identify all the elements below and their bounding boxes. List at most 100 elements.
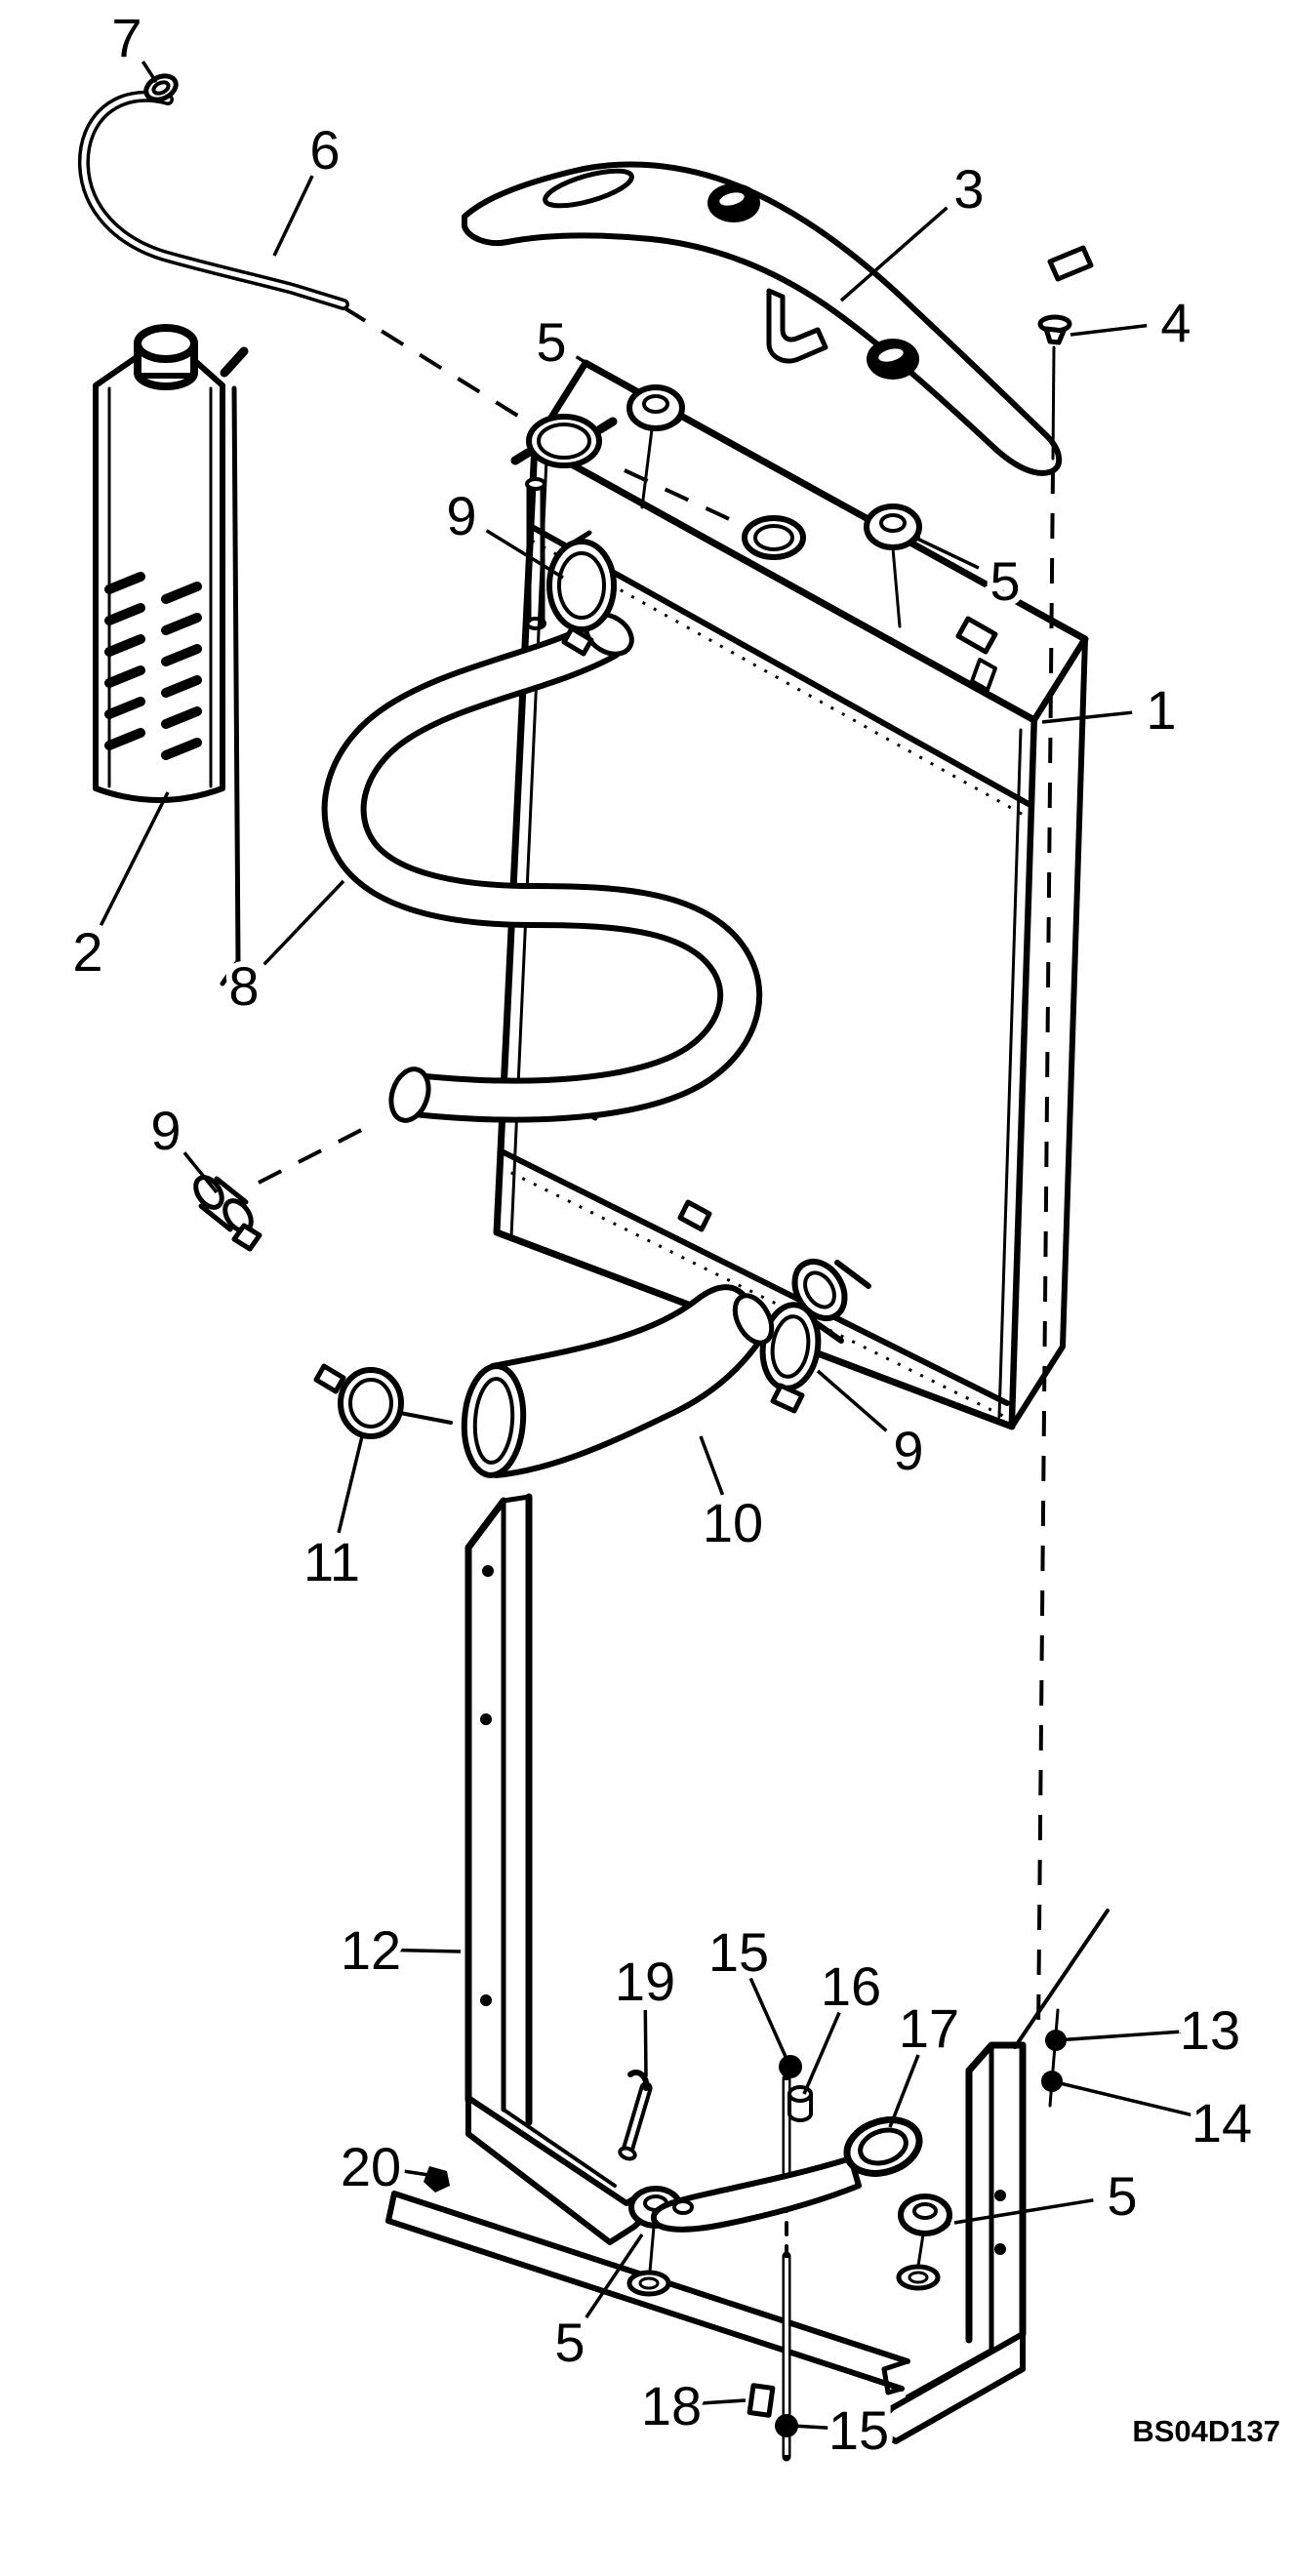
callout-9c-leader bbox=[816, 1369, 888, 1432]
callout-11-label: 11 bbox=[303, 1531, 360, 1592]
overflow-tube bbox=[77, 73, 349, 310]
callout-9c-label: 9 bbox=[893, 1420, 923, 1481]
bracket-hook bbox=[766, 288, 828, 364]
callout-19-leader bbox=[643, 2009, 648, 2077]
tab-18 bbox=[747, 2383, 776, 2418]
plate-17 bbox=[650, 2116, 923, 2233]
clip-20 bbox=[424, 2166, 450, 2193]
callout-5a-leader bbox=[575, 355, 640, 397]
callout-13-label: 13 bbox=[1180, 1999, 1240, 2061]
callout-8-leader bbox=[262, 879, 345, 966]
callout-17-label: 17 bbox=[899, 1997, 959, 2059]
callout-19-label: 19 bbox=[615, 1951, 675, 2012]
upper-bracket bbox=[462, 161, 1094, 476]
right-bracket bbox=[869, 1909, 1110, 2444]
right-bracket-hole bbox=[994, 2190, 1006, 2201]
callout-10-leader bbox=[699, 1435, 725, 1496]
callout-5c-label: 5 bbox=[1107, 2165, 1137, 2227]
radiator-cap bbox=[510, 414, 618, 468]
callout-1-label: 1 bbox=[1146, 679, 1176, 741]
clamp-9b bbox=[193, 1175, 262, 1252]
callout-17-leader bbox=[888, 2054, 920, 2128]
bolt-15a bbox=[779, 2055, 802, 2078]
rod-19 bbox=[618, 2069, 653, 2161]
callout-15a-leader bbox=[748, 1977, 788, 2060]
clamp-9c bbox=[759, 1302, 822, 1414]
bottom-stub bbox=[677, 1199, 712, 1232]
bottle-dip-tube bbox=[220, 385, 241, 986]
dashed-line-2 bbox=[1036, 467, 1055, 2035]
bolts-13-14 bbox=[1041, 2008, 1067, 2108]
callout-8-label: 8 bbox=[228, 955, 259, 1017]
callout-13-leader bbox=[1055, 2030, 1182, 2042]
callout-11-leader bbox=[337, 1431, 365, 1534]
callout-2-label: 2 bbox=[72, 921, 102, 983]
lower-hose bbox=[461, 1284, 775, 1478]
clamp-9a bbox=[546, 530, 617, 657]
callout-5c-leader bbox=[953, 2198, 1094, 2225]
callout-18-label: 18 bbox=[641, 2375, 702, 2436]
grommet-5b bbox=[864, 503, 922, 628]
callout-5b-label: 5 bbox=[989, 550, 1020, 612]
radiator-outlet bbox=[791, 1259, 871, 1344]
left-bracket-hole bbox=[482, 1565, 494, 1577]
inlet-pipe bbox=[525, 477, 546, 630]
callout-14-leader bbox=[1051, 2079, 1194, 2117]
callout-5a-label: 5 bbox=[536, 311, 566, 373]
screw-4 bbox=[1037, 314, 1072, 461]
callout-14-label: 14 bbox=[1191, 2092, 1252, 2153]
right-bracket-foot bbox=[869, 2331, 1026, 2444]
radiator-right-inner-edge bbox=[997, 728, 1023, 1419]
dashed-line-1 bbox=[624, 468, 739, 525]
filler-neck bbox=[742, 515, 806, 560]
right-bracket-hole bbox=[994, 2243, 1006, 2255]
bottle-cap bbox=[134, 324, 198, 390]
bottle-hatching bbox=[104, 572, 202, 760]
bottle-nipple bbox=[220, 346, 249, 378]
callout-10-label: 10 bbox=[703, 1492, 763, 1553]
bracket-grommet-a bbox=[707, 183, 760, 222]
bracket-grommet-b bbox=[867, 339, 919, 380]
tie-rod bbox=[747, 2055, 813, 2462]
callout-20-label: 20 bbox=[341, 2136, 401, 2197]
callout-9b-label: 9 bbox=[150, 1100, 181, 1161]
callout-16-label: 16 bbox=[821, 1955, 881, 2017]
top-port-hole bbox=[955, 616, 998, 655]
callout-12-label: 12 bbox=[341, 1919, 401, 1981]
left-bracket bbox=[464, 1493, 663, 2245]
bolt-15b bbox=[775, 2414, 798, 2437]
callout-6-label: 6 bbox=[309, 119, 340, 181]
coolant-reservoir bbox=[93, 324, 249, 986]
grommet-5c bbox=[896, 2194, 952, 2291]
left-bracket-hole bbox=[480, 1994, 492, 2006]
callout-9a-leader bbox=[485, 529, 564, 580]
bracket-slot bbox=[543, 168, 634, 209]
radiator-side-face bbox=[1009, 636, 1088, 1429]
callout-16-leader bbox=[802, 2011, 841, 2095]
callout-7-label: 7 bbox=[111, 7, 141, 68]
callout-5b-leader bbox=[916, 537, 980, 570]
bracket-end-tab bbox=[1047, 245, 1094, 282]
callout-9b-leader bbox=[182, 1151, 219, 1194]
bracket-band bbox=[462, 161, 1063, 476]
callout-5d-leader bbox=[585, 2234, 644, 2319]
callout-12-leader bbox=[399, 1948, 462, 1953]
callout-1-leader bbox=[1041, 710, 1133, 724]
callout-4-leader bbox=[1070, 323, 1148, 337]
callout-15b-leader bbox=[791, 2424, 830, 2430]
bottle-body bbox=[93, 354, 225, 803]
dashed-line-0 bbox=[342, 305, 534, 426]
callout-7-leader bbox=[141, 60, 158, 83]
callout-20-leader bbox=[399, 2168, 436, 2178]
right-bracket-guide-line bbox=[1013, 1909, 1110, 2049]
figure-code: BS04D137 bbox=[1132, 2414, 1280, 2448]
callout-4-label: 4 bbox=[1160, 292, 1191, 353]
callout-3-leader bbox=[839, 206, 949, 302]
callout-2-leader bbox=[99, 791, 170, 926]
upper-hose-bottom-opening bbox=[388, 1067, 431, 1123]
callout-15b-label: 15 bbox=[828, 2399, 889, 2461]
grommet-5a bbox=[626, 384, 685, 509]
screw-axis-line bbox=[1051, 345, 1056, 461]
